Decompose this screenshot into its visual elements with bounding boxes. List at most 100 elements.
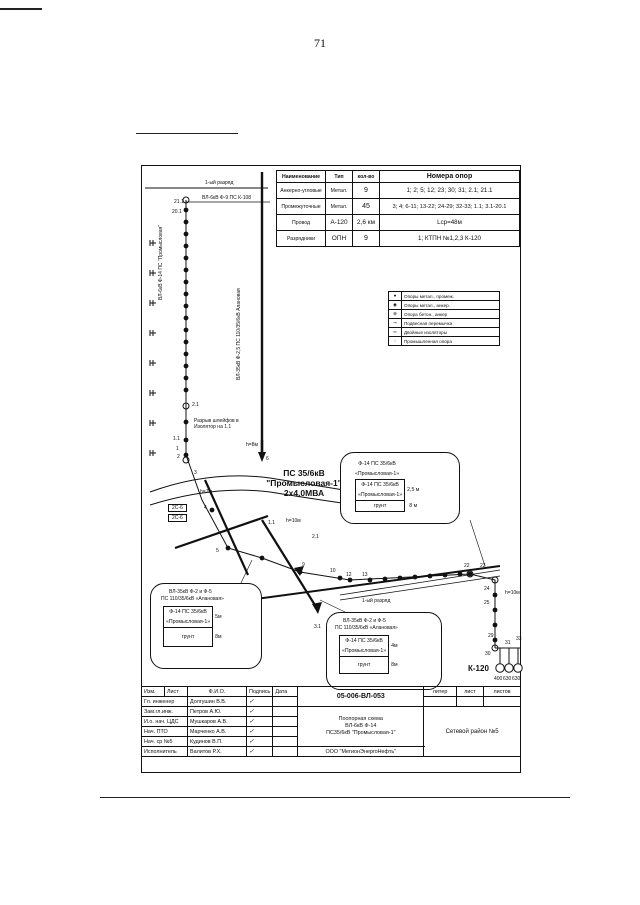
pole-number: 5 xyxy=(216,548,219,554)
ktp-transformers xyxy=(495,663,523,673)
spec-cell: 2,6 км xyxy=(352,214,380,231)
legend-row: ⊸Подвесная перемычка xyxy=(389,319,499,328)
callout-right: Ф-14 ПС 35/6кВ «Промысловая-1» Ф-14 ПС 3… xyxy=(340,452,460,524)
stamp-signature: ✓ xyxy=(245,726,274,737)
callout-text: «Промысловая-1» xyxy=(354,490,406,501)
spec-table-header: Наименование Тип кол-во Номера опор xyxy=(276,170,520,183)
spec-table-row: Разрядники ОПН 9 1; КТПН №1,2,3 К-120 xyxy=(276,230,520,247)
spec-header-count: кол-во xyxy=(352,170,380,183)
pole-number: 2.1 xyxy=(192,402,199,408)
drawing-title-line: Поопорная схема xyxy=(338,716,383,722)
callout-soil: грунт xyxy=(354,500,406,512)
callout-dim: 8 м xyxy=(409,503,418,509)
spec-cell: ОПН xyxy=(325,230,353,247)
callout-bottom: ВЛ-35кВ Ф-2 и Ф-5 ПС 110/35/6кВ «Аланова… xyxy=(326,612,442,690)
drawing-title-line: ПС35/6кВ "Промысловая-1" xyxy=(326,730,396,736)
ground-symbols xyxy=(149,240,156,456)
callout-text: Ф-14 ПС 35/6кВ xyxy=(338,635,390,646)
h-label-4: h=10м xyxy=(505,590,520,596)
callout-text: ПС 110/35/6кВ «Алановая» xyxy=(335,625,398,631)
pole-number: 30 xyxy=(485,651,491,657)
title-block: Изм. Лист Ф.И.О. Подпись Дата 05-006-ВЛ-… xyxy=(141,686,521,757)
stamp-person: Долгушин В.В. xyxy=(187,696,247,707)
legend-row: ═Двойные изоляторы xyxy=(389,328,499,337)
callout-dim: 5м xyxy=(215,614,222,620)
transit-diagonal-3 xyxy=(261,519,319,611)
spec-header-type: Тип xyxy=(325,170,353,183)
top-left-rule xyxy=(0,8,42,10)
callout-dim: 4м xyxy=(391,643,398,649)
station-line2: "Промысловая-1" xyxy=(266,478,342,488)
district: Сетевой район №5 xyxy=(423,706,521,757)
drawing-sheet xyxy=(141,165,521,773)
section-label-1: 2С-6 xyxy=(168,504,187,512)
pole-number: 29 xyxy=(488,633,494,639)
legend-text: Опоры метал., промеж. xyxy=(404,293,455,299)
double-insulator-icon: ═ xyxy=(389,328,402,336)
crossing-icon: ⊸ xyxy=(389,319,402,327)
spec-table-row: Промежуточные Метал. 45 3; 4; 6-11; 13-2… xyxy=(276,198,520,215)
station-line1: ПС 35/6кВ xyxy=(283,468,325,478)
section-rule xyxy=(136,133,238,134)
anchor-icon: ◉ xyxy=(389,301,402,309)
legend-text: Подвесная перемычка xyxy=(404,320,453,326)
stamp-head: Ф.И.О. xyxy=(187,686,247,697)
stamp-role: И.о. нач. ЦДС xyxy=(141,716,188,727)
pole-number: 12 xyxy=(346,572,352,578)
spec-cell: 9 xyxy=(352,182,380,199)
stamp-role: Гл. инженер xyxy=(141,696,188,707)
legend: ●Опоры метал., промеж. ◉Опоры метал., ан… xyxy=(388,291,500,346)
stamp-signature: ✓ xyxy=(245,706,274,717)
callout-text: ПС 110/35/6кВ «Алановая» xyxy=(161,596,224,602)
road-curve-1 xyxy=(149,475,357,493)
transformer-label-2: 630 xyxy=(503,676,512,682)
concrete-pole-icon: ⊕ xyxy=(389,310,402,318)
pole-number: 25 xyxy=(484,600,490,606)
pole-number: 1.1 xyxy=(268,520,275,526)
spec-cell: Разрядники xyxy=(276,230,326,247)
pole-number: 13 xyxy=(362,572,368,578)
spec-cell: 1; КТПН №1,2,3 К-120 xyxy=(379,230,520,247)
spec-cell: 3; 4; 6-11; 13-22; 24-29; 32-33; 1.1; 3.… xyxy=(379,198,520,215)
drawing-title: Поопорная схема ВЛ-6кВ Ф-14 ПС35/6кВ "Пр… xyxy=(297,706,425,747)
spec-cell: 45 xyxy=(352,198,380,215)
stamp-role: Исполнитель xyxy=(141,746,188,757)
company: ООО "МегионЭнергоНефть" xyxy=(297,746,425,757)
callout-right-table: Ф-14 ПС 35/6кВ «Промысловая-1» xyxy=(353,459,401,479)
h-label-1: h=8м xyxy=(246,442,258,448)
callout-text: Ф-14 ПС 35/6кВ xyxy=(354,479,406,490)
callout-text: «Промысловая-1» xyxy=(355,471,400,477)
callout-dim: 2,5 м xyxy=(407,487,420,493)
callout-text: «Промысловая-1» xyxy=(162,617,214,628)
legend-text: Промышленная опора xyxy=(404,338,452,344)
spec-cell: 9 xyxy=(352,230,380,247)
title-block-row: Зам.гл.инж. Петров А.Ю. ✓ Поопорная схем… xyxy=(141,706,521,757)
pole-number: 1 xyxy=(176,446,179,452)
legend-row: ◌Промышленная опора xyxy=(389,337,499,345)
filled-dot-icon: ● xyxy=(389,292,402,300)
spec-table: Наименование Тип кол-во Номера опор Анке… xyxy=(276,170,520,247)
h-label-2: h=7м xyxy=(200,489,212,495)
stamp-role: Нач. ср №5 xyxy=(141,736,188,747)
pole-number: 24 xyxy=(484,586,490,592)
spec-header-name: Наименование xyxy=(276,170,326,183)
pole-number: 20.1 xyxy=(172,209,182,215)
callout-soil: грунт xyxy=(162,627,214,647)
spec-cell: Метал. xyxy=(325,182,353,199)
spec-cell: 1; 2; 5; 12; 23; 30; 31; 2.1; 21.1 xyxy=(379,182,520,199)
pole-number: 10 xyxy=(330,568,336,574)
legend-text: Опора бетон., анкер xyxy=(404,311,448,317)
pole-number: 21.1 xyxy=(174,199,184,205)
pole-number: 22 xyxy=(464,563,470,569)
top-line-label: ВЛ-6кВ Ф-9 ПС К-108 xyxy=(202,195,252,201)
anchor-poles xyxy=(182,196,499,652)
station-label: ПС 35/6кВ "Промысловая-1" 2х4,0МВА xyxy=(258,468,350,498)
pole-number: 23 xyxy=(480,563,486,569)
spec-cell: Lср=48м xyxy=(379,214,520,231)
pole-number: 3.1 xyxy=(314,624,321,630)
feeder-poles xyxy=(183,207,498,643)
